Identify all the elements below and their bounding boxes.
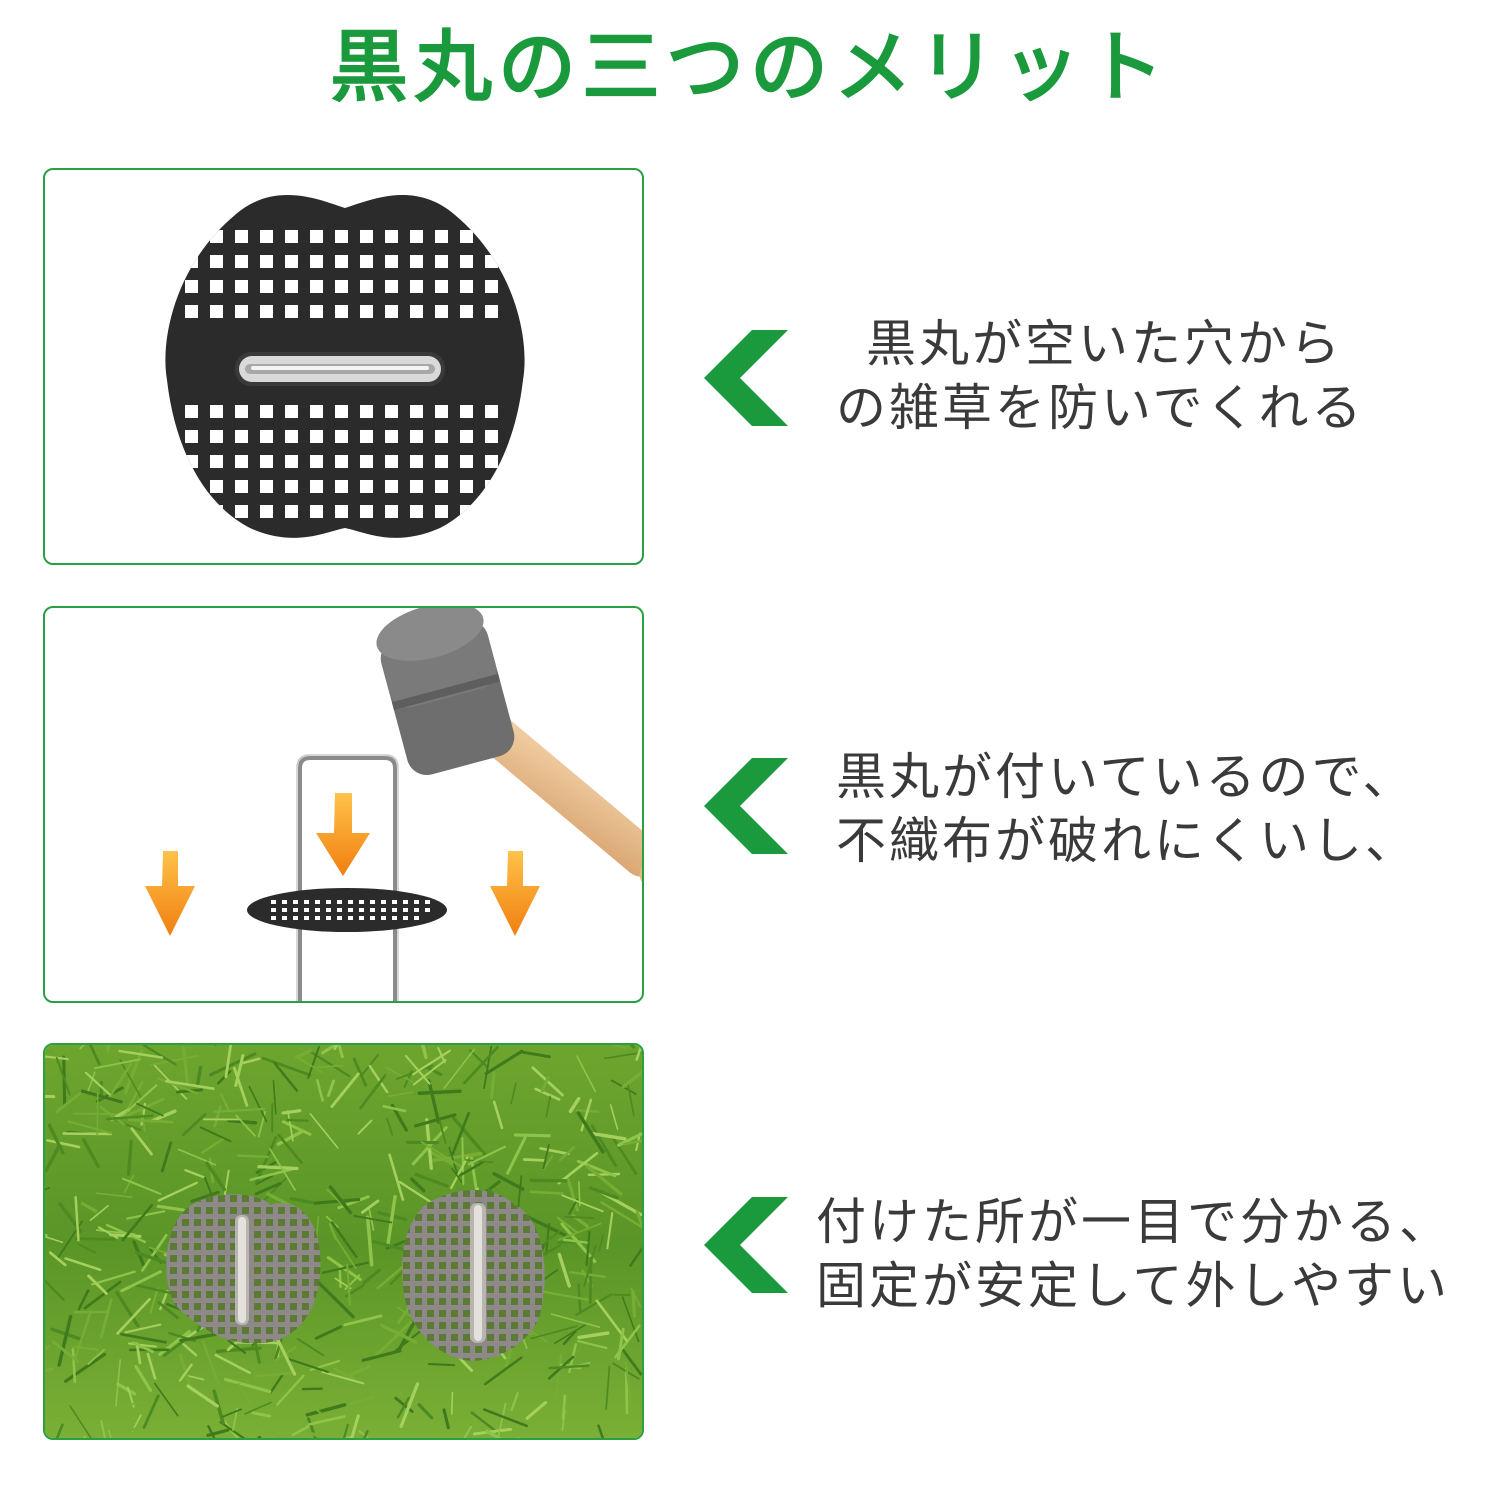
merit-2-caption: 黒丸が付いているので、 不織布が破れにくいし、 [836, 745, 1500, 873]
caption-line: の雑草を防いでくれる [836, 379, 1365, 437]
caption-line: 付けた所が一目で分かる、 [816, 1193, 1452, 1251]
hammer-and-staple-icon [145, 608, 642, 1001]
merit-1-caption: 黒丸が空いた穴から の雑草を防いでくれる [836, 312, 1500, 440]
chevron-left-icon [700, 328, 790, 428]
caption-line: 黒丸が付いているので、 [836, 748, 1416, 806]
chevron-left-icon [700, 1195, 790, 1295]
page-title: 黒丸の三つのメリット [329, 23, 1170, 113]
merit-3-caption: 付けた所が一目で分かる、 固定が安定して外しやすい [816, 1190, 1496, 1318]
merit-1-image-panel [43, 168, 644, 565]
caption-line: 固定が安定して外しやすい [816, 1257, 1450, 1315]
caption-line: 黒丸が空いた穴から [866, 315, 1343, 373]
caption-line: 不織布が破れにくいし、 [836, 812, 1418, 870]
merit-3-image-panel [43, 1043, 644, 1440]
black-disc-weed-pad-icon [165, 195, 525, 538]
chevron-left-icon [700, 756, 790, 856]
discs-on-grass-photo [45, 1045, 642, 1438]
merit-2-image-panel [43, 606, 644, 1003]
